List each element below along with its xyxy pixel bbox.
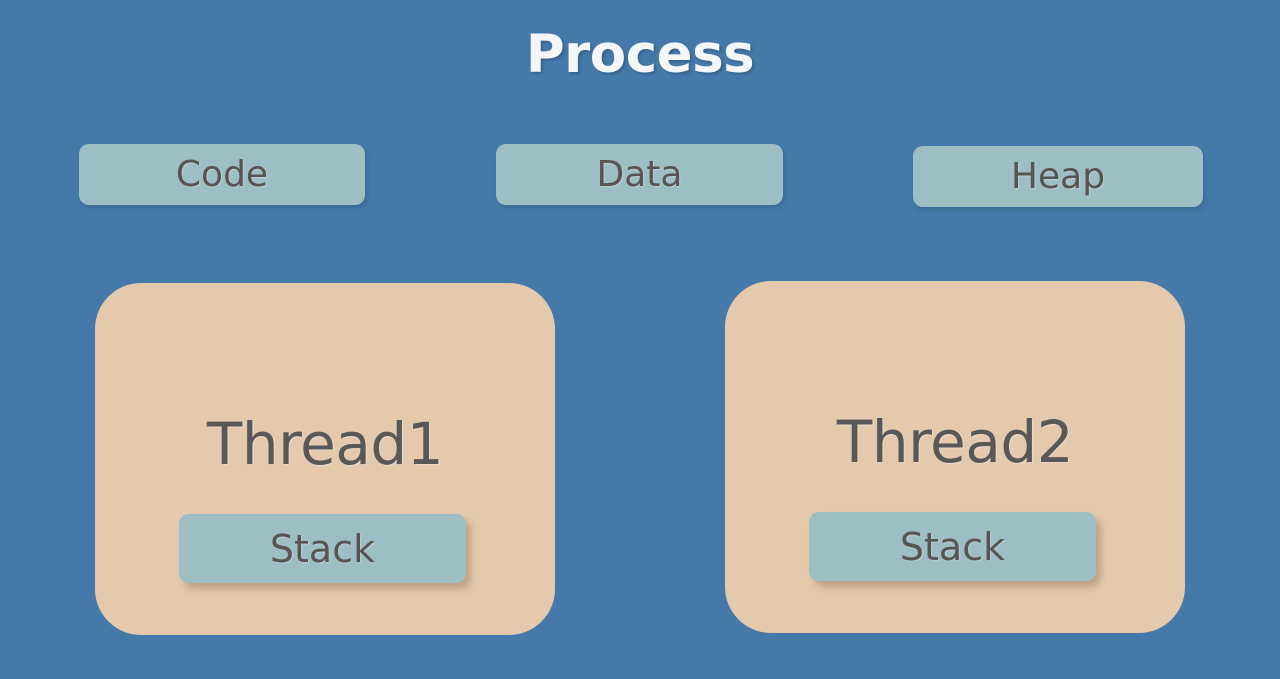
thread-label-thread1: Thread1 <box>206 410 444 478</box>
thread-card-thread2[interactable]: Thread2 Stack <box>725 281 1185 633</box>
thread-label-thread2: Thread2 <box>836 408 1074 476</box>
segment-box-code[interactable]: Code <box>79 144 365 205</box>
stack-box-thread2[interactable]: Stack <box>809 512 1096 581</box>
page-title: Process <box>525 24 755 85</box>
stack-box-thread1[interactable]: Stack <box>179 514 466 583</box>
segment-label-code: Code <box>175 153 269 195</box>
segment-label-data: Data <box>596 153 683 195</box>
thread-card-thread1[interactable]: Thread1 Stack <box>95 283 555 635</box>
segment-label-heap: Heap <box>1010 155 1106 197</box>
stack-label-thread2: Stack <box>899 524 1006 569</box>
segment-box-heap[interactable]: Heap <box>913 146 1203 207</box>
segment-box-data[interactable]: Data <box>496 144 783 205</box>
stack-label-thread1: Stack <box>269 526 376 571</box>
